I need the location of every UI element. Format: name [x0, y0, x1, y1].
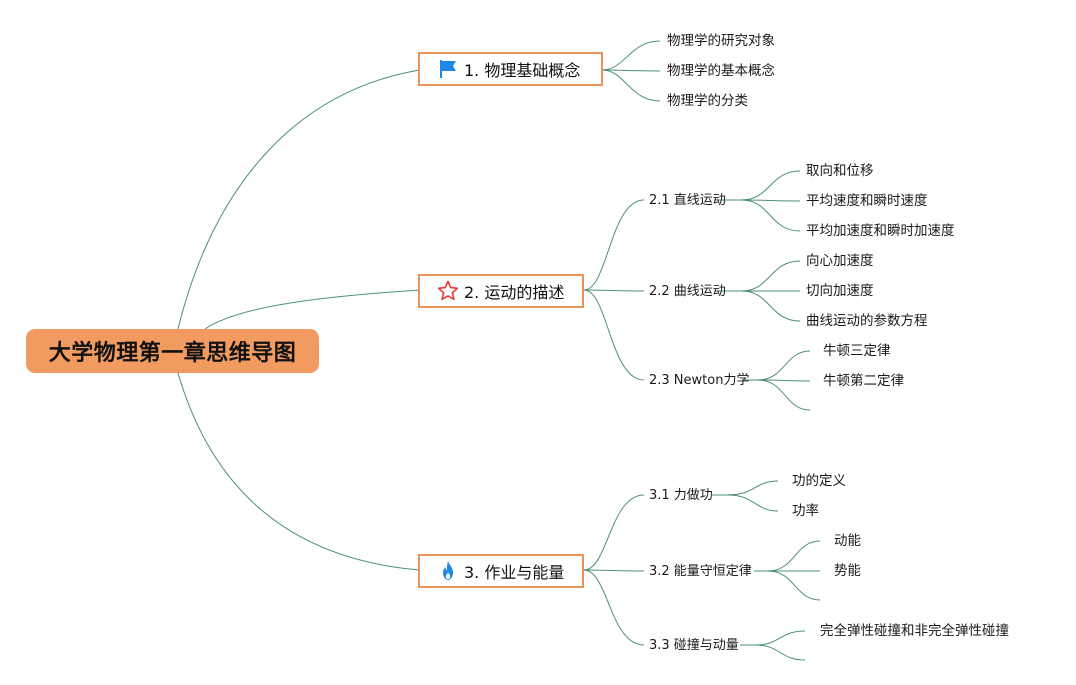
- edge-t2-sub-3: [583, 289, 645, 381]
- edge-t3-sub-1: [583, 494, 645, 571]
- edge-3-2-leaf-1: [767, 540, 821, 572]
- topic-label-1: 1. 物理基础概念: [464, 61, 581, 80]
- leaf-2-1-2[interactable]: 平均速度和瞬时速度: [806, 193, 928, 209]
- leaf-2-2-2[interactable]: 切向加速度: [806, 283, 874, 299]
- edge-2-3-leaf-3: [757, 379, 811, 411]
- topic-node-3[interactable]: 3. 作业与能量: [418, 554, 584, 588]
- edge-3-1-leaf-2: [727, 494, 779, 512]
- leaf-3-2-1[interactable]: 动能: [834, 533, 861, 549]
- edge-t2-sub-2: [583, 289, 645, 292]
- topic-label-2: 2. 运动的描述: [464, 283, 565, 302]
- edge-3-2-leaf-3: [767, 570, 821, 601]
- leaf-2-1-1[interactable]: 取向和位移: [806, 163, 874, 179]
- leaf-3-1-2[interactable]: 功率: [792, 503, 819, 519]
- leaf-2-2-3[interactable]: 曲线运动的参数方程: [806, 313, 928, 329]
- subtopic-2-3[interactable]: 2.3 Newton力学: [649, 373, 750, 388]
- edge-t1-leaf-1: [601, 40, 661, 71]
- edge-t1-leaf-3: [601, 69, 661, 102]
- subtopic-2-2[interactable]: 2.2 曲线运动: [649, 284, 726, 299]
- edge-t1-leaf-2: [601, 69, 661, 72]
- leaf-2-2-1[interactable]: 向心加速度: [806, 253, 874, 269]
- leaf-1-1[interactable]: 物理学的研究对象: [667, 33, 775, 49]
- edge-3-1-leaf-1: [727, 480, 779, 496]
- leaf-3-1-1[interactable]: 功的定义: [792, 473, 846, 489]
- topic-node-1[interactable]: 1. 物理基础概念: [418, 52, 603, 86]
- edge-2-2-leaf-1: [741, 260, 801, 292]
- leaf-3-3-1[interactable]: 完全弹性碰撞和非完全弹性碰撞: [820, 623, 1009, 639]
- leaf-1-2[interactable]: 物理学的基本概念: [667, 63, 775, 79]
- topic-node-2[interactable]: 2. 运动的描述: [418, 274, 584, 308]
- root-node[interactable]: 大学物理第一章思维导图: [26, 329, 319, 373]
- root-title: 大学物理第一章思维导图: [48, 341, 297, 366]
- flag-icon: [436, 57, 460, 81]
- edge-3-3-leaf-2: [755, 644, 806, 661]
- leaf-2-3-1[interactable]: 牛顿三定律: [823, 343, 891, 359]
- edge-3-3-leaf-1: [755, 630, 806, 646]
- topic-label-3: 3. 作业与能量: [464, 563, 565, 582]
- edge-2-3-leaf-1: [757, 350, 811, 381]
- flame-icon: [436, 559, 460, 583]
- leaf-3-2-2[interactable]: 势能: [834, 563, 861, 579]
- edge-2-1-leaf-1: [741, 170, 801, 201]
- leaf-1-3[interactable]: 物理学的分类: [667, 93, 748, 109]
- edge-2-1-leaf-2: [741, 199, 801, 202]
- edge-root-topic-3: [177, 372, 421, 571]
- edge-t3-sub-3: [583, 569, 645, 646]
- edge-2-2-leaf-3: [741, 290, 801, 322]
- edge-t2-sub-1: [583, 199, 645, 291]
- subtopic-3-2[interactable]: 3.2 能量守恒定律: [649, 564, 752, 579]
- star-icon: [436, 279, 460, 303]
- leaf-2-1-3[interactable]: 平均加速度和瞬时加速度: [806, 223, 955, 239]
- edge-t3-sub-2: [583, 569, 645, 572]
- edge-2-3-leaf-2: [757, 379, 811, 382]
- subtopic-3-3[interactable]: 3.3 碰撞与动量: [649, 638, 739, 653]
- subtopic-2-1[interactable]: 2.1 直线运动: [649, 193, 726, 208]
- leaf-2-3-2[interactable]: 牛顿第二定律: [823, 373, 904, 389]
- subtopic-3-1[interactable]: 3.1 力做功: [649, 488, 713, 503]
- edge-2-1-leaf-3: [741, 199, 801, 232]
- edge-root-topic-1: [177, 69, 421, 330]
- edge-root-topic-2: [204, 289, 421, 330]
